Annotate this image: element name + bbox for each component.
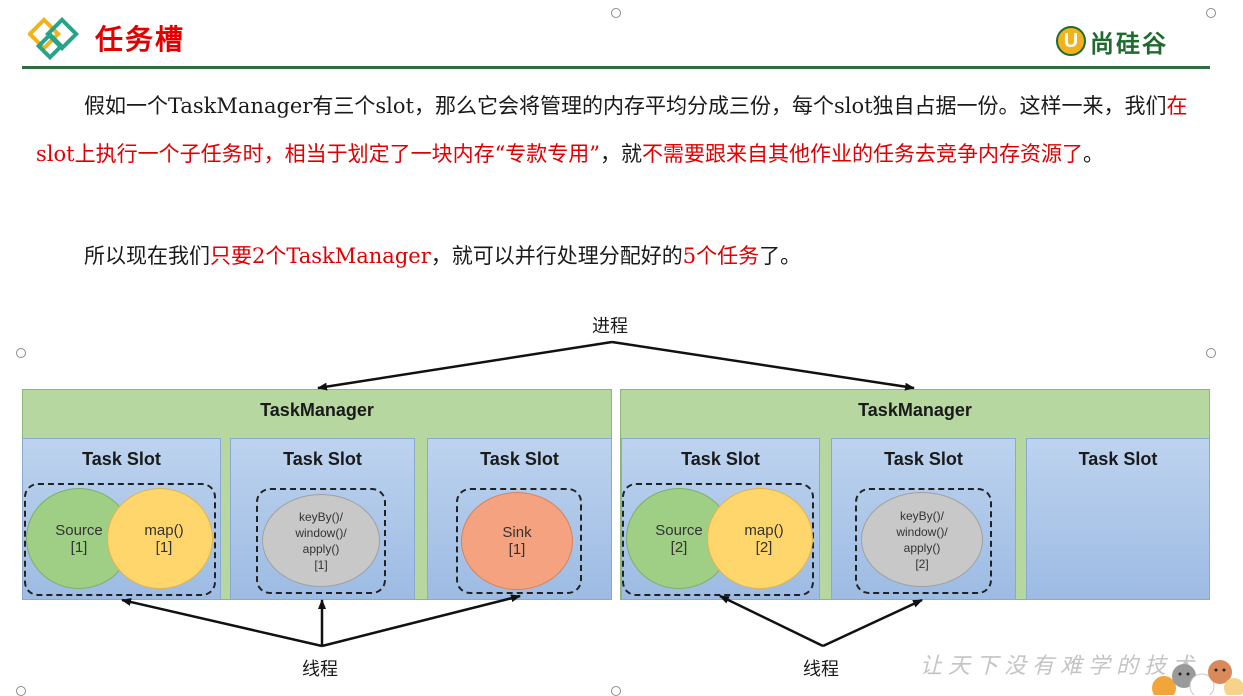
task-sink-1: Sink [1] <box>461 492 573 590</box>
p2-text-3: 了。 <box>759 244 802 268</box>
page-title: 任务槽 <box>95 23 186 56</box>
slogan-watermark: 让天下没有难学的技术 <box>920 654 1201 679</box>
task-name: Source <box>55 521 103 539</box>
slot-group-boundary <box>622 483 814 596</box>
task-slot-2-3: Task Slot <box>1026 438 1210 600</box>
process-arrow-left <box>317 340 613 391</box>
taskmanager-1-label: TaskManager <box>260 400 374 420</box>
process-label: 进程 <box>592 316 628 337</box>
task-name-2: window()/ <box>896 524 948 539</box>
slot-group-boundary <box>24 483 216 596</box>
thread-arrow-1c <box>321 594 521 648</box>
p1-highlight-1: 在slot上执行一个子任务时，相当于划定了一块内存“专款专用” <box>36 94 1188 166</box>
selection-handle-top-center[interactable] <box>611 8 621 18</box>
task-name: map() <box>744 521 784 539</box>
selection-handle-middle-left[interactable] <box>16 348 26 358</box>
task-map-2: map() [2] <box>707 488 813 589</box>
task-name-3: apply() <box>903 540 941 555</box>
task-name-3: apply() <box>302 541 340 556</box>
task-index: [1] <box>314 557 328 572</box>
task-slot-label: Task Slot <box>1078 449 1158 469</box>
thread-arrow-2a <box>719 594 824 648</box>
p1-highlight-2: 不需要跟来自其他作业的任务去竞争内存资源了 <box>642 142 1084 166</box>
mascot-icons <box>1152 660 1243 695</box>
brand-name: 尚硅谷 <box>1090 29 1168 58</box>
task-index: [1] <box>508 541 526 558</box>
task-slot-label: Task Slot <box>681 449 760 469</box>
p1-text-3: 。 <box>1083 142 1105 166</box>
p1-text-2: ，就 <box>600 142 643 166</box>
paragraph-slot-memory: 假如一个TaskManager有三个slot，那么它会将管理的内存平均分成三份，… <box>36 82 1216 178</box>
slot-group-boundary <box>855 488 992 594</box>
slot-group-boundary <box>256 488 386 594</box>
task-name: keyBy()/ <box>298 509 343 524</box>
task-name: Sink <box>502 524 532 541</box>
selection-handle-top-right[interactable] <box>1206 8 1216 18</box>
brand-logo: U 尚硅谷 <box>1056 24 1168 58</box>
selection-handle-middle-right[interactable] <box>1206 348 1216 358</box>
thread-label-1: 线程 <box>302 659 338 680</box>
task-name: Source <box>655 521 703 539</box>
task-name: map() <box>144 521 184 539</box>
thread-label-2: 线程 <box>803 659 839 680</box>
thread-arrow-2b <box>822 598 923 648</box>
task-slot-label: Task Slot <box>82 449 161 469</box>
process-arrow-right <box>611 340 915 391</box>
task-slot-label: Task Slot <box>283 449 362 469</box>
task-name-2: window()/ <box>295 525 347 540</box>
paragraph-two-taskmanagers: 所以现在我们只要2个TaskManager，就可以并行处理分配好的5个任务了。 <box>36 232 1216 280</box>
task-index: [1] <box>155 538 173 556</box>
task-map-1: map() [1] <box>107 488 213 589</box>
task-keyby-window-apply-1: keyBy()/ window()/ apply() [1] <box>262 494 380 587</box>
brand-mark-icon: U <box>1056 26 1086 56</box>
p1-text-1: 假如一个TaskManager有三个slot，那么它会将管理的内存平均分成三份，… <box>84 94 1167 118</box>
taskmanager-2-label: TaskManager <box>858 400 972 420</box>
task-slot-label: Task Slot <box>884 449 963 469</box>
thread-arrow-1a <box>121 598 323 648</box>
task-index: [2] <box>755 538 773 556</box>
slot-group-boundary <box>456 488 582 594</box>
title-divider <box>22 66 1210 69</box>
task-index: [2] <box>915 556 929 571</box>
p2-highlight-1: 只要2个TaskManager <box>210 244 431 268</box>
task-keyby-window-apply-2: keyBy()/ window()/ apply() [2] <box>861 492 983 587</box>
task-index: [1] <box>70 538 88 556</box>
logo-icon <box>28 17 79 61</box>
task-slot-label: Task Slot <box>480 449 559 469</box>
p2-highlight-2: 5个任务 <box>682 244 760 268</box>
task-index: [2] <box>670 538 688 556</box>
p2-text-1: 所以现在我们 <box>84 244 210 268</box>
task-name: keyBy()/ <box>899 508 944 523</box>
p2-text-2: ，就可以并行处理分配好的 <box>430 244 683 268</box>
